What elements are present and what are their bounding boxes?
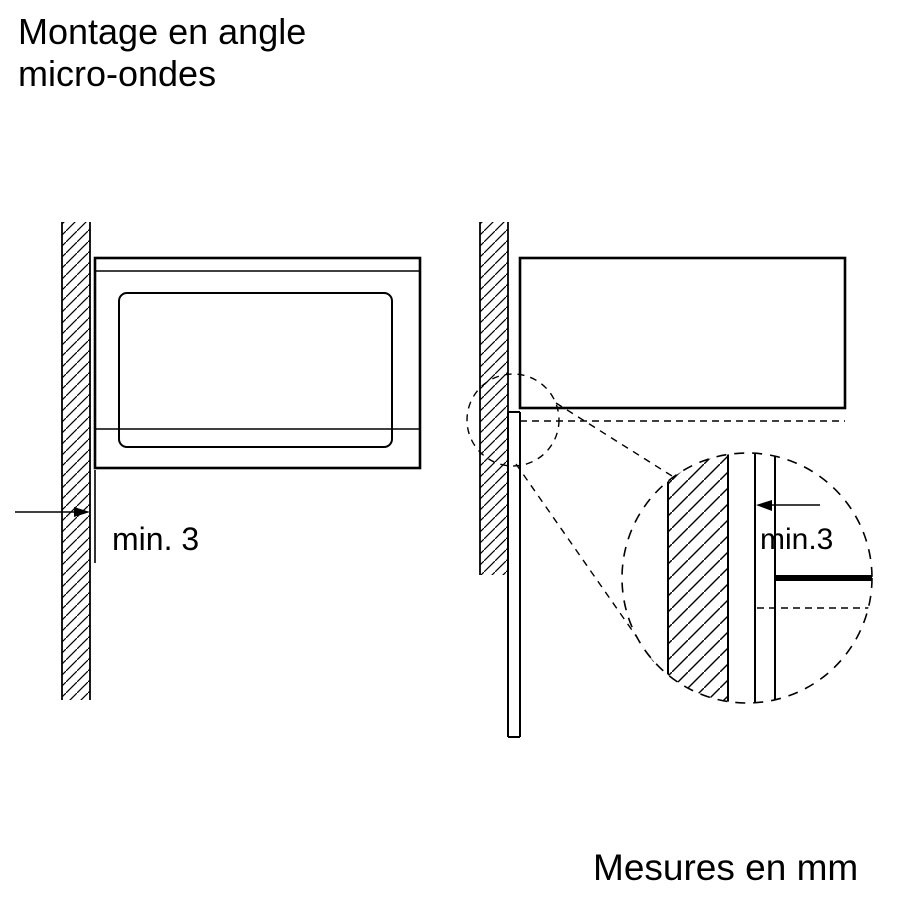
dimension-min3-front: min. 3: [15, 470, 199, 563]
units-label: Mesures en mm: [593, 847, 858, 888]
dimension-label-detail: min.3: [760, 523, 833, 556]
wall-section-side: [479, 222, 509, 575]
wall-section-front: [61, 222, 91, 700]
microwave-door-window: [118, 292, 393, 448]
microwave-front-view: [93, 256, 422, 470]
detail-dimension-min3: min.3: [756, 500, 833, 556]
detail-content: [667, 453, 872, 703]
detail-wall-hatch: [667, 453, 729, 703]
side-trim-panel: [507, 411, 521, 738]
detail-callout-circle-small: [466, 373, 560, 467]
dimension-label-front: min. 3: [112, 521, 199, 557]
dimension-arrow-left-icon: [756, 500, 772, 511]
page-title-line2: micro-ondes: [18, 53, 216, 94]
detail-leader-bottom: [515, 463, 658, 667]
page-title-line1: Montage en angle: [18, 11, 306, 52]
dimension-arrow-right-icon: [74, 507, 90, 517]
microwave-side-view: [518, 256, 847, 422]
detail-leader-top: [555, 402, 673, 477]
